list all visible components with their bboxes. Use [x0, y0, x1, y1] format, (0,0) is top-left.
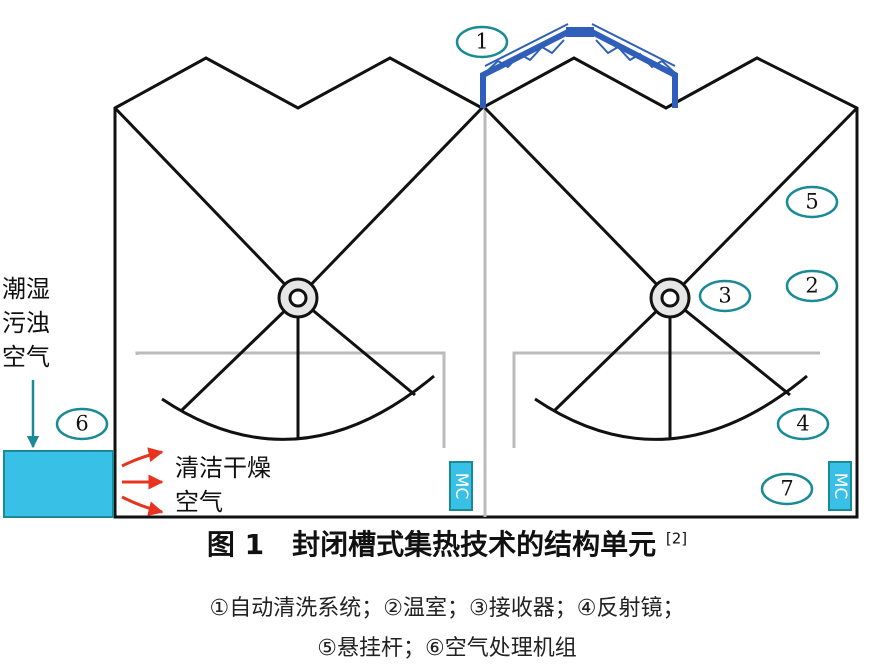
- marker-6: 6: [55, 407, 109, 441]
- marker-1: 1: [455, 25, 509, 59]
- mc-label-left: MC: [451, 473, 471, 500]
- marker-4: 4: [776, 407, 830, 441]
- marker-7: 7: [760, 472, 814, 506]
- mc-label-right: MC: [830, 473, 850, 500]
- marker-3: 3: [698, 279, 752, 313]
- marker-2-label: 2: [805, 274, 818, 298]
- humid-air-line-3: 空气: [2, 343, 50, 371]
- mc-box-left: MC: [449, 461, 473, 511]
- reflector-left: [161, 296, 435, 441]
- clean-air-label-2: 空气: [175, 488, 223, 516]
- humid-air-label: 潮湿 污浊 空气: [2, 272, 50, 374]
- figure-caption-title: 图 1 封闭槽式集热技术的结构单元: [206, 528, 657, 561]
- air-handling-unit: [3, 450, 114, 518]
- legend-line-1: ①自动清洗系统；②温室；③接收器；④反射镜；: [209, 596, 685, 621]
- cleaning-truss: [480, 23, 678, 108]
- marker-2: 2: [785, 269, 839, 303]
- mc-box-right: MC: [828, 461, 852, 511]
- clean-air-arrows: [121, 447, 164, 517]
- marker-1-label: 1: [475, 30, 488, 54]
- receiver-right: [649, 277, 691, 319]
- suspension-rods-left: [113, 106, 484, 300]
- humid-air-line-1: 潮湿: [2, 275, 50, 303]
- receiver-left: [277, 277, 319, 319]
- marker-5-label: 5: [805, 190, 818, 214]
- figure-caption: 图 1 封闭槽式集热技术的结构单元 [2]: [0, 523, 894, 563]
- reflector-right: [534, 296, 808, 441]
- marker-4-label: 4: [796, 412, 809, 436]
- clean-air-label-1: 清洁干燥: [175, 454, 271, 482]
- marker-7-label: 7: [780, 477, 793, 501]
- figure-caption-ref: [2]: [665, 529, 688, 548]
- marker-5: 5: [785, 185, 839, 219]
- marker-6-label: 6: [75, 412, 88, 436]
- suspension-rods-right: [483, 106, 859, 300]
- humid-air-line-2: 污浊: [2, 309, 50, 337]
- legend-line-2: ⑤悬挂杆；⑥空气处理机组: [317, 636, 577, 661]
- greenhouse-outline: [113, 56, 859, 519]
- grey-support-lines: [135, 351, 820, 448]
- marker-3-label: 3: [718, 284, 731, 308]
